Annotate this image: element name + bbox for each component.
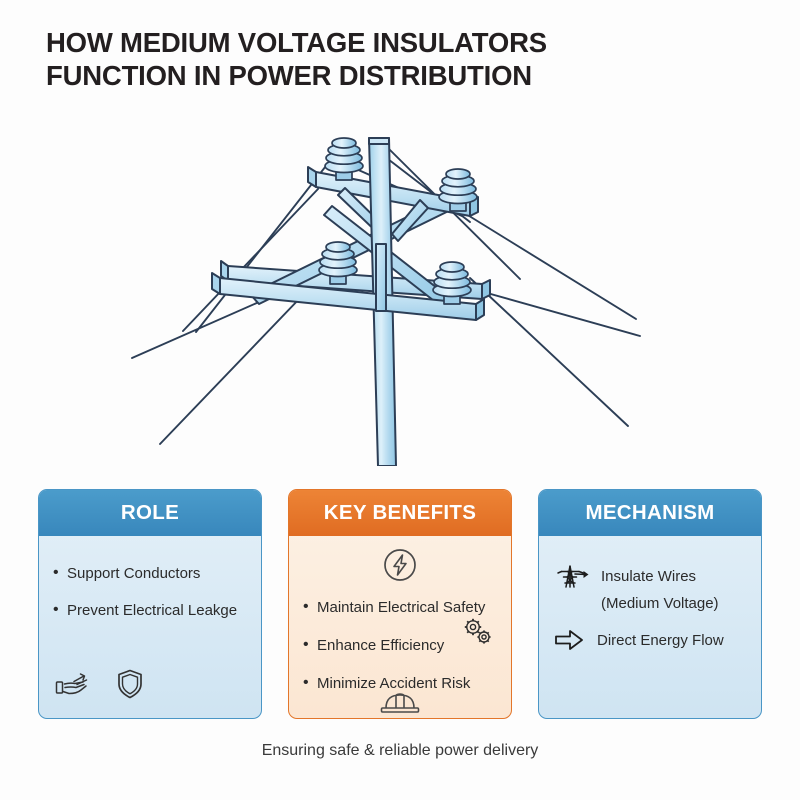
mechanism-row-direct-energy-flow: Direct Energy Flow xyxy=(553,628,724,652)
mechanism-label-0: Insulate Wires xyxy=(601,567,697,585)
benefit-bullet-0: Maintain Electrical Safety xyxy=(301,597,485,617)
card-benefits-header: KEY BENEFITS xyxy=(289,490,511,536)
lower-left-crossarm xyxy=(211,272,485,321)
benefits-bullet-list: Maintain Electrical Safety Enhance Effic… xyxy=(301,597,485,693)
shield-icon xyxy=(117,669,143,699)
mechanism-row-medium-voltage: (Medium Voltage) xyxy=(601,595,719,612)
mechanism-label-2: Direct Energy Flow xyxy=(597,631,724,649)
mechanism-label-1: (Medium Voltage) xyxy=(601,595,719,612)
role-bullet-list: Support Conductors Prevent Electrical Le… xyxy=(51,563,237,620)
card-key-benefits[interactable]: KEY BENEFITS Maintain Electrical Safety … xyxy=(288,489,512,719)
page-title-line-1: HOW MEDIUM VOLTAGE INSULATORS xyxy=(46,27,547,58)
hard-hat-icon xyxy=(380,688,420,716)
insulator-lower-right xyxy=(432,261,472,305)
gears-icon xyxy=(461,617,495,647)
insulator-upper-right xyxy=(438,168,478,212)
card-mechanism-header: MECHANISM xyxy=(539,490,761,536)
benefit-bullet-1: Enhance Efficiency xyxy=(301,635,485,655)
footer-caption: Ensuring safe & reliable power delivery xyxy=(261,742,539,759)
role-bullet-0: Support Conductors xyxy=(51,563,237,583)
lightning-bolt-circle-icon xyxy=(383,548,417,582)
card-benefits-body: Maintain Electrical Safety Enhance Effic… xyxy=(289,536,511,718)
card-mechanism[interactable]: MECHANISM xyxy=(538,489,762,719)
card-mechanism-body: Insulate Wires (Medium Voltage) Direct E… xyxy=(539,536,761,718)
card-role-body: Support Conductors Prevent Electrical Le… xyxy=(39,536,261,718)
cards-row: ROLE Support Conductors Prevent Electric… xyxy=(0,489,800,721)
page-title-line-2: FUNCTION IN POWER DISTRIBUTION xyxy=(46,60,532,91)
insulator-upper-left xyxy=(324,137,364,181)
role-icon-group xyxy=(55,669,143,699)
role-bullet-1: Prevent Electrical Leakge xyxy=(51,600,237,620)
page-title: HOW MEDIUM VOLTAGE INSULATORS FUNCTION I… xyxy=(46,26,746,92)
mechanism-row-insulate-wires: Insulate Wires xyxy=(555,562,696,590)
card-role-header: ROLE xyxy=(39,490,261,536)
transmission-tower-icon xyxy=(555,562,589,590)
pointing-hand-icon xyxy=(55,671,89,697)
card-role[interactable]: ROLE Support Conductors Prevent Electric… xyxy=(38,489,262,719)
lower-v-brace xyxy=(375,243,387,312)
benefit-bullet-2: Minimize Accident Risk xyxy=(301,673,485,693)
insulator-lower-left xyxy=(318,241,358,285)
right-arrow-icon xyxy=(553,628,585,652)
utility-pole-illustration xyxy=(0,96,800,466)
